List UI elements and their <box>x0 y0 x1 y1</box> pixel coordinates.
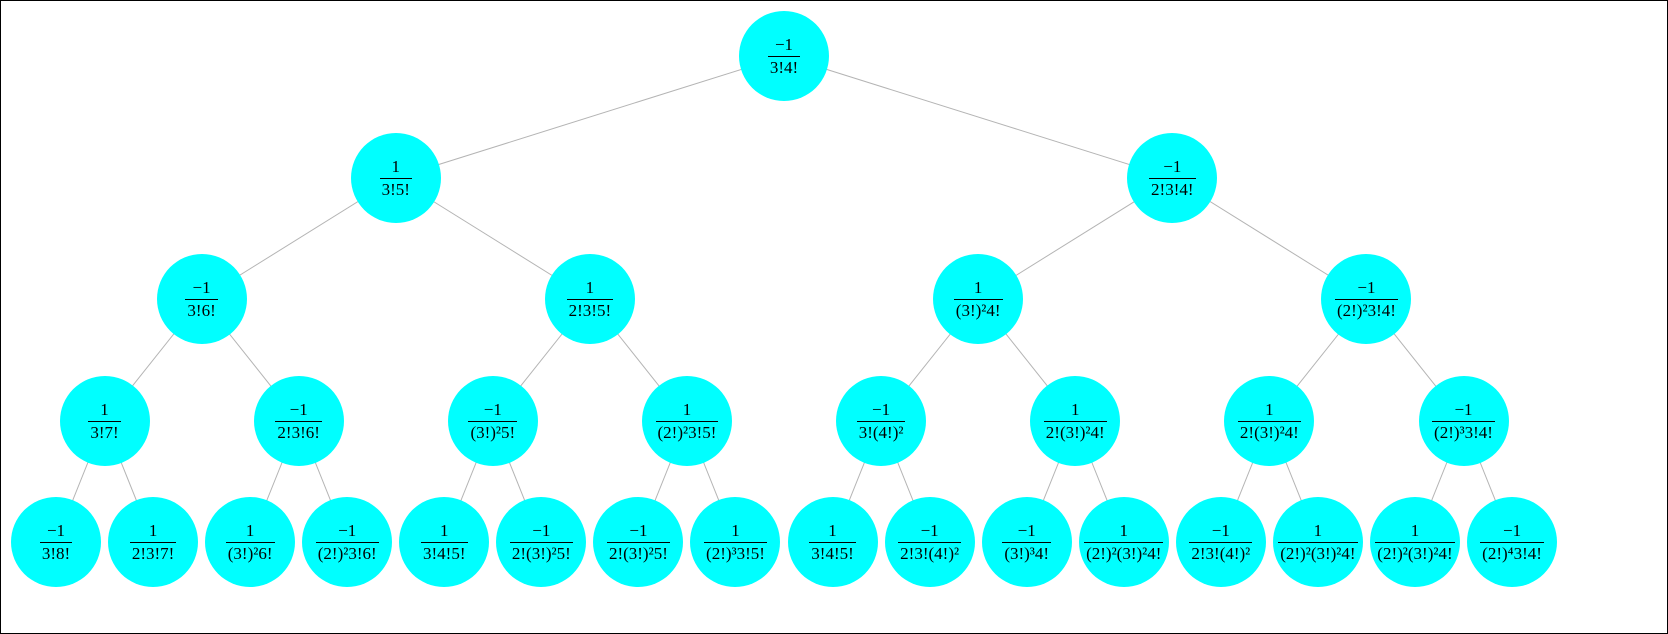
node-denominator: (2!)²3!5! <box>655 420 719 442</box>
node-denominator: (2!)⁴3!4! <box>1480 541 1544 563</box>
node-denominator: (2!)³3!4! <box>1432 420 1495 442</box>
node-denominator: 3!6! <box>185 298 218 320</box>
tree-node: −1(2!)²3!4! <box>1321 254 1412 344</box>
node-numerator: −1 <box>289 399 308 419</box>
node-denominator: 2!3!7! <box>129 541 177 563</box>
node-denominator: 2!3!5! <box>566 298 614 320</box>
node-denominator: (3!)²5! <box>468 420 518 442</box>
node-numerator: −1 <box>872 399 891 419</box>
node-numerator: −1 <box>192 277 211 297</box>
node-numerator: 1 <box>731 520 740 540</box>
node-denominator: (2!)²3!6! <box>315 541 379 563</box>
node-numerator: 1 <box>148 520 158 540</box>
node-numerator: 1 <box>973 277 983 297</box>
tree-node: −1(2!)³3!4! <box>1418 376 1509 466</box>
node-denominator: (2!)²3!4! <box>1334 298 1398 320</box>
node-denominator: 2!(3!)²4! <box>1043 420 1107 442</box>
tree-node: −1(3!)²5! <box>447 376 538 466</box>
node-numerator: 1 <box>828 520 837 540</box>
node-numerator: 1 <box>245 520 255 540</box>
tree-node: 1(2!)²(3!)²4! <box>1078 497 1169 587</box>
node-denominator: 3!(4!)² <box>856 420 906 442</box>
node-numerator: −1 <box>1211 520 1230 540</box>
node-numerator: −1 <box>1017 520 1036 540</box>
node-numerator: 1 <box>585 277 595 297</box>
node-numerator: 1 <box>1265 399 1274 419</box>
tree-node: −1(2!)²3!6! <box>302 497 393 587</box>
tree-node: 1(2!)²(3!)²4! <box>1272 497 1363 587</box>
node-denominator: 3!4! <box>767 55 801 77</box>
node-numerator: −1 <box>483 399 502 419</box>
node-numerator: 1 <box>391 156 400 176</box>
node-denominator: 2!3!(4!)² <box>898 541 962 563</box>
tree-node: 1(2!)³3!5! <box>690 497 781 587</box>
node-numerator: −1 <box>1163 156 1182 176</box>
node-denominator: (2!)²(3!)²4! <box>1375 541 1455 563</box>
node-numerator: 1 <box>682 399 692 419</box>
tree-node: 1(3!)²4! <box>933 254 1024 344</box>
node-denominator: (3!)³4! <box>1002 541 1052 563</box>
node-denominator: 3!8! <box>39 541 73 563</box>
node-denominator: 2!3!6! <box>275 420 322 442</box>
node-numerator: 1 <box>1119 520 1129 540</box>
node-numerator: −1 <box>629 520 648 540</box>
node-denominator: 3!7! <box>88 420 121 442</box>
node-denominator: (2!)²(3!)²4! <box>1084 541 1164 563</box>
node-numerator: −1 <box>1357 277 1376 297</box>
node-denominator: 3!4!5! <box>809 541 856 563</box>
node-numerator: −1 <box>1454 399 1473 419</box>
node-denominator: 2!3!4! <box>1149 177 1196 199</box>
tree-node: 1(2!)²3!5! <box>641 376 732 466</box>
node-numerator: −1 <box>46 520 66 540</box>
node-numerator: −1 <box>774 34 794 54</box>
node-denominator: (3!)²4! <box>953 298 1003 320</box>
node-numerator: 1 <box>440 520 449 540</box>
tree-node: 1(2!)²(3!)²4! <box>1369 497 1460 587</box>
node-denominator: (3!)²6! <box>225 541 275 563</box>
node-numerator: 1 <box>1313 520 1323 540</box>
node-denominator: 2!(3!)²5! <box>606 541 670 563</box>
tree-node: −1(3!)³4! <box>981 497 1072 587</box>
node-numerator: −1 <box>1503 520 1522 540</box>
node-numerator: −1 <box>532 520 551 540</box>
tree-node: 1(3!)²6! <box>205 497 296 587</box>
tree-edge <box>395 55 785 179</box>
node-numerator: 1 <box>1410 520 1420 540</box>
node-numerator: 1 <box>100 399 109 419</box>
tree-node: −1(2!)⁴3!4! <box>1467 497 1558 587</box>
node-numerator: −1 <box>920 520 939 540</box>
node-numerator: −1 <box>338 520 357 540</box>
tree-edge <box>783 55 1173 179</box>
node-denominator: 2!(3!)²5! <box>509 541 573 563</box>
node-denominator: (2!)³3!5! <box>704 541 767 563</box>
node-denominator: 3!5! <box>379 177 412 199</box>
node-denominator: 2!3!(4!)² <box>1189 541 1253 563</box>
node-denominator: (2!)²(3!)²4! <box>1278 541 1358 563</box>
node-denominator: 3!4!5! <box>421 541 468 563</box>
node-numerator: 1 <box>1070 399 1080 419</box>
node-denominator: 2!(3!)²4! <box>1237 420 1301 442</box>
